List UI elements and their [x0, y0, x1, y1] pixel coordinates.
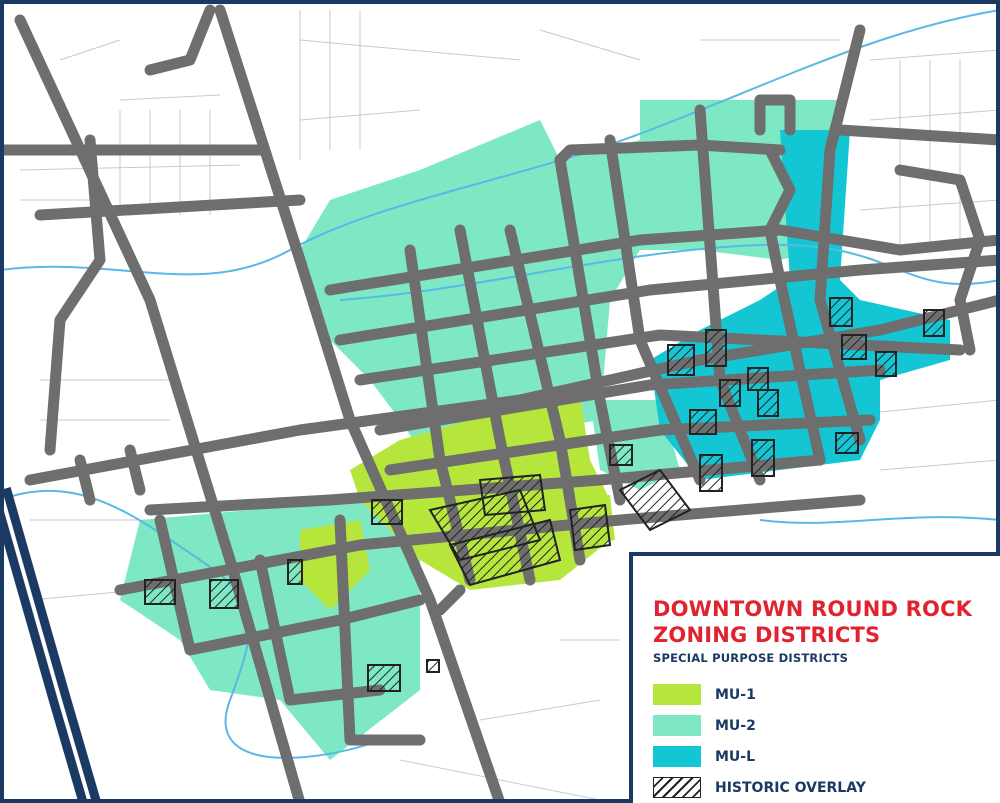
creek-east — [759, 516, 1000, 524]
legend-item-mu2: MU-2 — [653, 710, 1000, 741]
historic-parcel-core-2 — [448, 518, 562, 587]
legend-label-mu2: MU-2 — [715, 717, 756, 734]
legend-title-line1: DOWNTOWN ROUND ROCK — [653, 597, 973, 621]
road-east-loop — [894, 164, 986, 356]
legend-list: MU-1 MU-2 MU-L HISTORIC OVERLAY — [653, 679, 1000, 803]
road-northwest-diagonal — [14, 14, 306, 803]
historic-parcel-east-edge — [923, 309, 945, 337]
historic-parcel-mul-5 — [757, 389, 779, 417]
road-cross-5 — [604, 134, 706, 486]
historic-parcel-west — [371, 499, 403, 525]
historic-parcel-mul-10 — [841, 334, 867, 360]
legend-label-mu1: MU-1 — [715, 686, 756, 703]
historic-parcel-mul-1 — [667, 344, 695, 376]
historic-parcel-south-small — [426, 659, 440, 673]
road-cross-8 — [814, 24, 866, 446]
historic-parcel-mul-3 — [719, 379, 741, 407]
road-south-connector — [434, 584, 466, 616]
historic-parcel-mul-8 — [751, 439, 775, 477]
historic-parcel-center — [609, 444, 633, 466]
legend-panel: DOWNTOWN ROUND ROCK ZONING DISTRICTS SPE… — [629, 552, 1000, 803]
historic-parcel-south — [367, 664, 401, 692]
historic-parcel-mul-11 — [875, 351, 897, 377]
road-west-cross — [74, 444, 146, 506]
road-street-5 — [384, 414, 876, 476]
historic-parcel-sw-2 — [209, 579, 239, 609]
historic-parcel-east — [618, 468, 692, 532]
road-street-north-2 — [334, 254, 1000, 346]
historic-parcel-mu1-east — [568, 503, 612, 552]
creek-north — [0, 9, 1000, 276]
historic-parcel-mul-6 — [689, 409, 717, 435]
historic-parcel-mul-7 — [699, 454, 723, 492]
historic-parcel-sw-1 — [144, 579, 176, 605]
legend-swatch-mul — [653, 746, 701, 767]
highway-ih35 — [0, 486, 101, 803]
legend-swatch-mu1 — [653, 684, 701, 705]
road-west-loop — [44, 134, 106, 456]
creek-middle — [339, 243, 1000, 301]
road-north-connector — [554, 139, 786, 166]
road-north-spur — [144, 4, 216, 76]
historic-overlay-parcels — [144, 297, 945, 692]
road-northwest-streets — [0, 144, 306, 221]
legend-swatch-mu2 — [653, 715, 701, 736]
legend-title-line2: ZONING DISTRICTS — [653, 623, 881, 647]
road-cross-7 — [764, 144, 826, 466]
parcel-lines — [19, 10, 1000, 801]
historic-parcel-mul-9 — [829, 297, 853, 327]
legend-swatch-historic-overlay — [653, 777, 701, 798]
road-street-north-1 — [324, 224, 1000, 296]
legend-label-mul: MU-L — [715, 748, 756, 765]
historic-parcel-sw-3 — [287, 559, 303, 585]
historic-parcel-mul-12 — [835, 432, 859, 454]
legend-item-mul: MU-L — [653, 741, 1000, 772]
historic-parcel-mul-4 — [747, 367, 769, 391]
legend-item-mu1: MU-1 — [653, 679, 1000, 710]
legend-subtitle: SPECIAL PURPOSE DISTRICTS — [653, 651, 849, 665]
road-northeast — [834, 124, 1000, 146]
road-southwest-grid-3 — [334, 514, 426, 746]
legend-label-historic-overlay: HISTORIC OVERLAY — [715, 779, 866, 796]
historic-parcel-core-3 — [478, 473, 547, 517]
road-cross-4 — [554, 154, 626, 506]
legend-item-historic-overlay: HISTORIC OVERLAY — [653, 772, 1000, 803]
road-east-west-arterial — [24, 294, 1000, 486]
historic-parcel-mul-2 — [705, 329, 727, 367]
road-north-loop — [754, 94, 796, 136]
